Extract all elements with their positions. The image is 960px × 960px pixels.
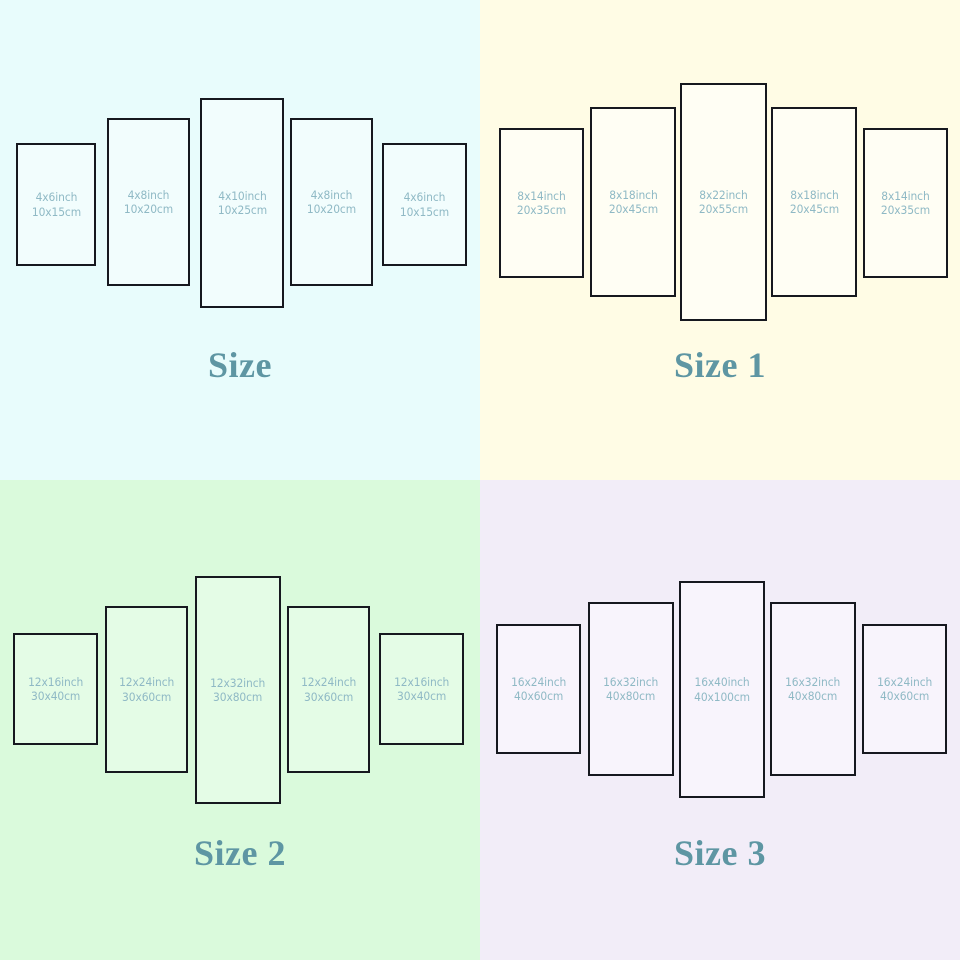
- panel-size-cm: 30x80cm: [213, 690, 263, 704]
- panel-size-cm: 20x55cm: [698, 202, 749, 216]
- panel-size-cm: 10x20cm: [123, 202, 174, 216]
- panel-size-inch: 16x32inch: [785, 674, 841, 689]
- panel-size-inch: 8x18inch: [608, 187, 658, 202]
- panel-size-inch: 8x14inch: [517, 188, 566, 203]
- panel-size-inch: 4x10inch: [217, 188, 267, 203]
- panel-size-cm: 20x35cm: [880, 203, 931, 217]
- panel-size-cm: 10x20cm: [306, 202, 357, 216]
- panel-size-cm: 40x80cm: [606, 689, 656, 703]
- panel-size-inch: 16x32inch: [603, 674, 659, 689]
- quadrant-title: Size: [208, 345, 272, 385]
- panel-size-inch: 12x16inch: [393, 674, 450, 689]
- panel-size-inch: 4x6inch: [403, 190, 446, 204]
- panel-size-cm: 40x60cm: [879, 689, 930, 703]
- panel-size-cm: 40x80cm: [788, 689, 838, 703]
- panel-size-inch: 16x24inch: [876, 674, 933, 689]
- panel-size-cm: 20x45cm: [789, 202, 839, 216]
- panel-size-inch: 8x22inch: [699, 187, 748, 202]
- quadrant-title: Size 2: [194, 833, 286, 873]
- panel-size-inch: 16x40inch: [694, 675, 750, 689]
- panel-size-inch: 4x8inch: [310, 187, 353, 202]
- quadrant-title: Size 1: [674, 345, 766, 385]
- panel-size-cm: 40x100cm: [694, 689, 750, 704]
- panel-size-inch: 4x6inch: [35, 190, 77, 204]
- panel-size-inch: 12x24inch: [300, 675, 357, 689]
- panel-size-inch: 12x32inch: [210, 675, 266, 690]
- panel-size-inch: 8x14inch: [881, 188, 930, 203]
- panel-size-cm: 20x45cm: [608, 202, 658, 216]
- panel-size-cm: 10x25cm: [217, 203, 267, 217]
- quadrant-title: Size 3: [674, 833, 766, 873]
- panel-size-inch: 12x16inch: [27, 674, 84, 689]
- panel-size-cm: 30x60cm: [121, 689, 172, 704]
- panel-size-cm: 10x15cm: [399, 204, 450, 219]
- panel-size-inch: 12x24inch: [118, 675, 175, 689]
- panel-size-cm: 30x40cm: [396, 689, 447, 703]
- panel-size-cm: 30x40cm: [30, 689, 81, 703]
- panel-size-cm: 40x60cm: [513, 689, 564, 703]
- panel-size-inch: 4x8inch: [127, 187, 170, 202]
- panel-size-cm: 20x35cm: [516, 203, 567, 217]
- panel-size-inch: 8x18inch: [789, 187, 839, 202]
- panel-size-cm: 30x60cm: [303, 689, 354, 704]
- panel-size-cm: 10x15cm: [31, 204, 81, 219]
- panel-size-inch: 16x24inch: [510, 674, 567, 689]
